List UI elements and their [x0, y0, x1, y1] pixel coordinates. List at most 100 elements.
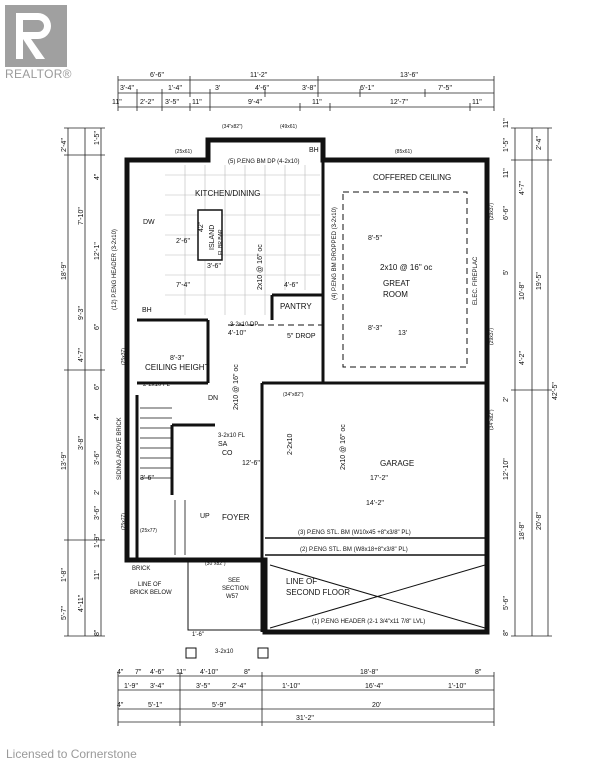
- top-dim-1-3: 13'-6": [400, 72, 418, 79]
- right-inner-10: 8": [503, 629, 510, 636]
- left-outer-1: 2'-4": [61, 138, 68, 152]
- left-inner-4: 6": [94, 383, 101, 390]
- left-mid-2: 12'-1": [94, 242, 101, 260]
- dp-note: 3-2x10 DP: [230, 322, 258, 328]
- left-inner-8: 3'-6": [94, 506, 101, 520]
- top-dim-3-8: 11": [472, 99, 482, 106]
- front-porch: [187, 559, 266, 631]
- bottom-dim-2-5: 1'-10": [282, 683, 300, 690]
- great-width: 13': [398, 330, 407, 337]
- porch-beam-note: 3-2x10: [215, 649, 234, 655]
- left-inner-2: 4": [94, 173, 101, 180]
- left-mid-6: 4'-11": [78, 594, 85, 612]
- right-mid-3: 20'-8": [536, 512, 543, 530]
- kitchen-island: [197, 209, 223, 261]
- kitchen-tile-grid: [165, 165, 320, 315]
- room-dimensions: 13' 8'-5" 8'-3" 17'-2" 14'-2" 2'-6" 7'-4…: [140, 235, 407, 507]
- top-dim-2-3: 3': [215, 85, 220, 92]
- dimension-lines: [67, 79, 549, 723]
- top-dim-2-4: 4'-6": [255, 85, 269, 92]
- kitchen-dim-a: 2'-6": [176, 238, 190, 245]
- down-label: DN: [208, 395, 218, 402]
- top-dim-1-2: 11'-2": [250, 72, 268, 79]
- right-inner-11: 1'-5": [503, 138, 510, 152]
- right-mid-1: 2'-4": [536, 136, 543, 150]
- left-inner-6: 3'-6": [94, 451, 101, 465]
- window-labels: (25x61) (34"x82") (49x61) (85x61) (29x37…: [121, 124, 495, 567]
- kitchen-dining-label: KITCHEN/DINING: [195, 189, 260, 198]
- right-inner-9: 5'-6": [503, 596, 510, 610]
- left-mid-5: 3'-8": [78, 436, 85, 450]
- right-inner-1: 4'-7": [519, 181, 526, 195]
- coffered-ceiling-label: COFFERED CEILING: [373, 173, 451, 182]
- bh-label-left: BH: [142, 307, 152, 314]
- bottom-dim-1-6: 8": [244, 669, 251, 676]
- left-siding-note: SIDING ABOVE BRICK: [117, 417, 123, 480]
- left-mid-3: 9'-3": [78, 306, 85, 320]
- left-outer-4: 1'-8": [61, 568, 68, 582]
- beam1-note: (1) P.ENG HEADER (2-1 3/4"x11 7/8" LVL): [312, 619, 425, 625]
- window-1: (25x61): [175, 149, 192, 155]
- left-inner-7: 2': [94, 490, 101, 495]
- garage-joist-note: 2x10 @ 16" oc: [340, 424, 347, 470]
- gl-note: 3-2x10 FL: [218, 433, 246, 439]
- left-inner-1: 1'-5": [94, 131, 101, 145]
- window-8: (25x77): [121, 513, 127, 530]
- top-dim-3-7: 12'-7": [390, 99, 408, 106]
- island-note-label: FL BR BAR: [218, 229, 224, 255]
- top-dim-3-1: 11": [112, 99, 122, 106]
- siding-label-2: BRICK: [132, 566, 150, 572]
- bottom-dim-1-5: 4'-10": [200, 669, 218, 676]
- top-dim-2-2: 1'-4": [168, 85, 182, 92]
- window-9: (25x77): [140, 528, 157, 534]
- bottom-dim-2-1: 1'-9": [124, 683, 138, 690]
- window-2: (34"x82"): [222, 124, 243, 130]
- bottom-dim-1-1: 4": [117, 669, 124, 676]
- right-inner-2: 6'-6": [503, 206, 510, 220]
- bottom-dim-2-6: 16'-4": [365, 683, 383, 690]
- bottom-dim-2-2: 3'-4": [150, 683, 164, 690]
- realtor-logo: [5, 5, 67, 67]
- realtor-wordmark-text: REALTOR: [5, 67, 63, 81]
- window-7: (25x37): [121, 348, 127, 365]
- top-dimensions: 6'-6" 11'-2" 13'-6" 3'-4" 1'-4" 3' 4'-6"…: [112, 72, 482, 106]
- window-4: (85x61): [395, 149, 412, 155]
- bottom-dim-total: 31'-2": [296, 715, 314, 722]
- kitchen-dim-b: 7'-4": [176, 282, 190, 289]
- kitchen-joist-note: 2x10 @ 16" oc: [257, 244, 264, 290]
- bottom-dim-3-1: 4": [117, 702, 124, 709]
- mid-joist-note: 2x10 @ 16" oc: [233, 364, 240, 410]
- fl-note: 2-2x10 FL: [143, 382, 171, 388]
- room-labels: KITCHEN/DINING 42" ISLAND FL BR BAR PANT…: [128, 147, 479, 600]
- right-inner-13: 11": [503, 168, 510, 178]
- window-10: (34"x82"): [283, 392, 304, 398]
- top-dim-1-1: 6'-6": [150, 72, 164, 79]
- window-5: (29x37): [489, 203, 495, 220]
- bottom-dim-3-2: 5'-1": [148, 702, 162, 709]
- garage-door-header-note: 2-2x10: [287, 433, 294, 455]
- bottom-dim-1-3: 4'-6": [150, 669, 164, 676]
- right-mid-2: 19'-5": [536, 272, 543, 290]
- brick-label-2: BRICK BELOW: [130, 590, 172, 596]
- top-dim-3-2: 2'-2": [140, 99, 154, 106]
- porch-column-right: [257, 647, 269, 659]
- island-label: ISLAND: [209, 225, 216, 250]
- bottom-dim-1-2: 7": [135, 669, 142, 676]
- foyer-label: FOYER: [222, 513, 250, 522]
- bottom-dimensions: 4" 7" 4'-6" 11" 4'-10" 8" 18'-8" 8" 1'-9…: [117, 632, 482, 722]
- license-footer: Licensed to Cornerstone: [6, 747, 137, 761]
- window-12: (30"x82"): [205, 561, 226, 567]
- structural-notes: (5) P.ENG BM DP (4-2x10) 2x10 @ 16" oc 2…: [112, 159, 432, 625]
- great-joist-note: 2x10 @ 16" oc: [380, 263, 432, 272]
- kitchen-dim-c: 3'-6": [207, 263, 221, 270]
- bottom-dim-2-4: 2'-4": [232, 683, 246, 690]
- foyer-dim-b: 4'-10": [228, 330, 246, 337]
- left-mid-4: 4'-7": [78, 348, 85, 362]
- dw-label: DW: [143, 219, 155, 226]
- porch-dim: 1'-6": [192, 632, 204, 638]
- second-floor-label-1: LINE OF: [286, 577, 317, 586]
- left-inner-5: 4": [94, 413, 101, 420]
- bottom-dim-2-3: 3'-5": [196, 683, 210, 690]
- bottom-dim-3-3: 5'-9": [212, 702, 226, 709]
- great-beam-note: (4) P.ENG BM DROPPED (3-2x10): [332, 207, 338, 300]
